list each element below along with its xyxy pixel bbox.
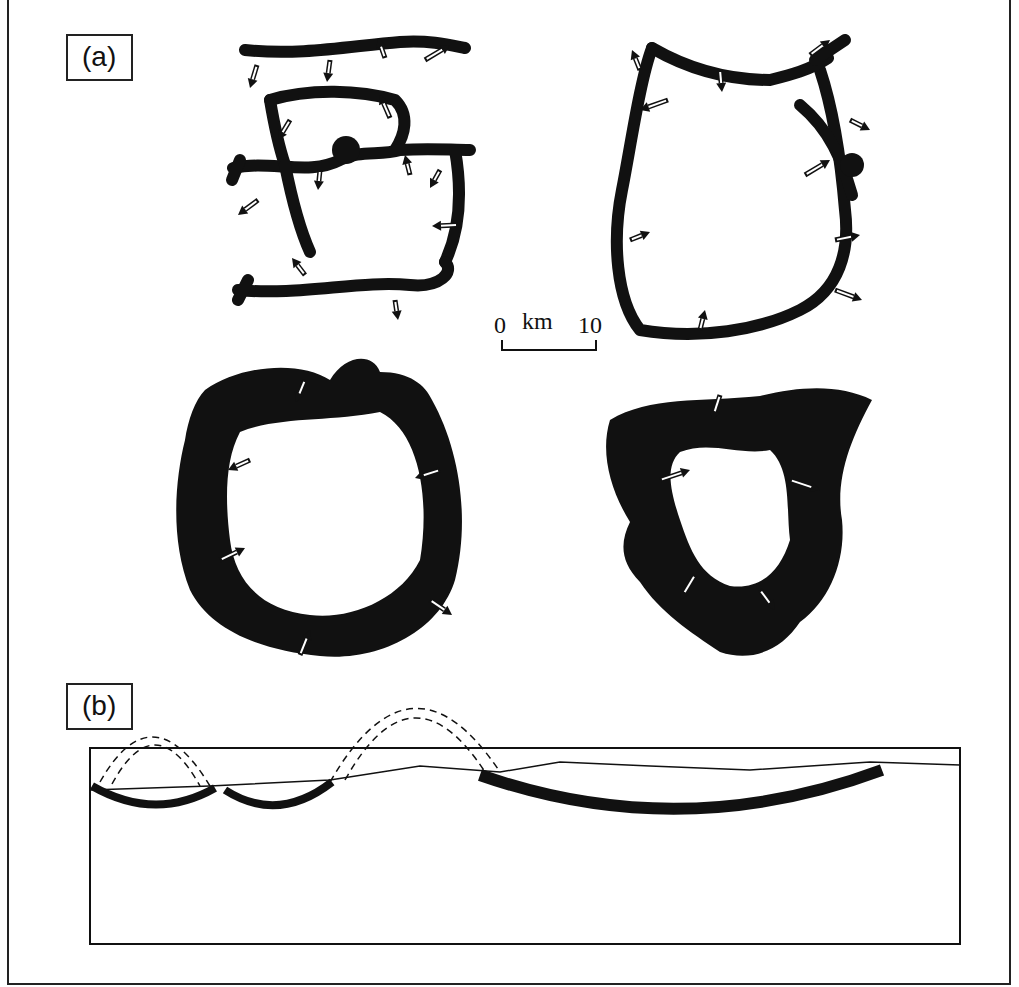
scale-bar (502, 340, 596, 350)
cross-section (90, 708, 960, 944)
panel-label: (a) (82, 42, 131, 73)
dip-arrows (220, 38, 870, 655)
outcrop-network-top-left (232, 42, 470, 300)
scale-label: 0 (494, 312, 506, 339)
scale-label: 10 (578, 312, 602, 339)
scale-label: km (522, 308, 553, 335)
panel-label-box: (a) (66, 34, 133, 81)
outcrop-ring-bottom-left (176, 359, 462, 657)
page-frame (8, 0, 1010, 984)
outcrop-ring-top-right (617, 40, 852, 334)
panel-label-box: (b) (66, 683, 133, 730)
panel-label: (b) (82, 691, 131, 722)
outcrop-ring-bottom-right (606, 388, 872, 656)
